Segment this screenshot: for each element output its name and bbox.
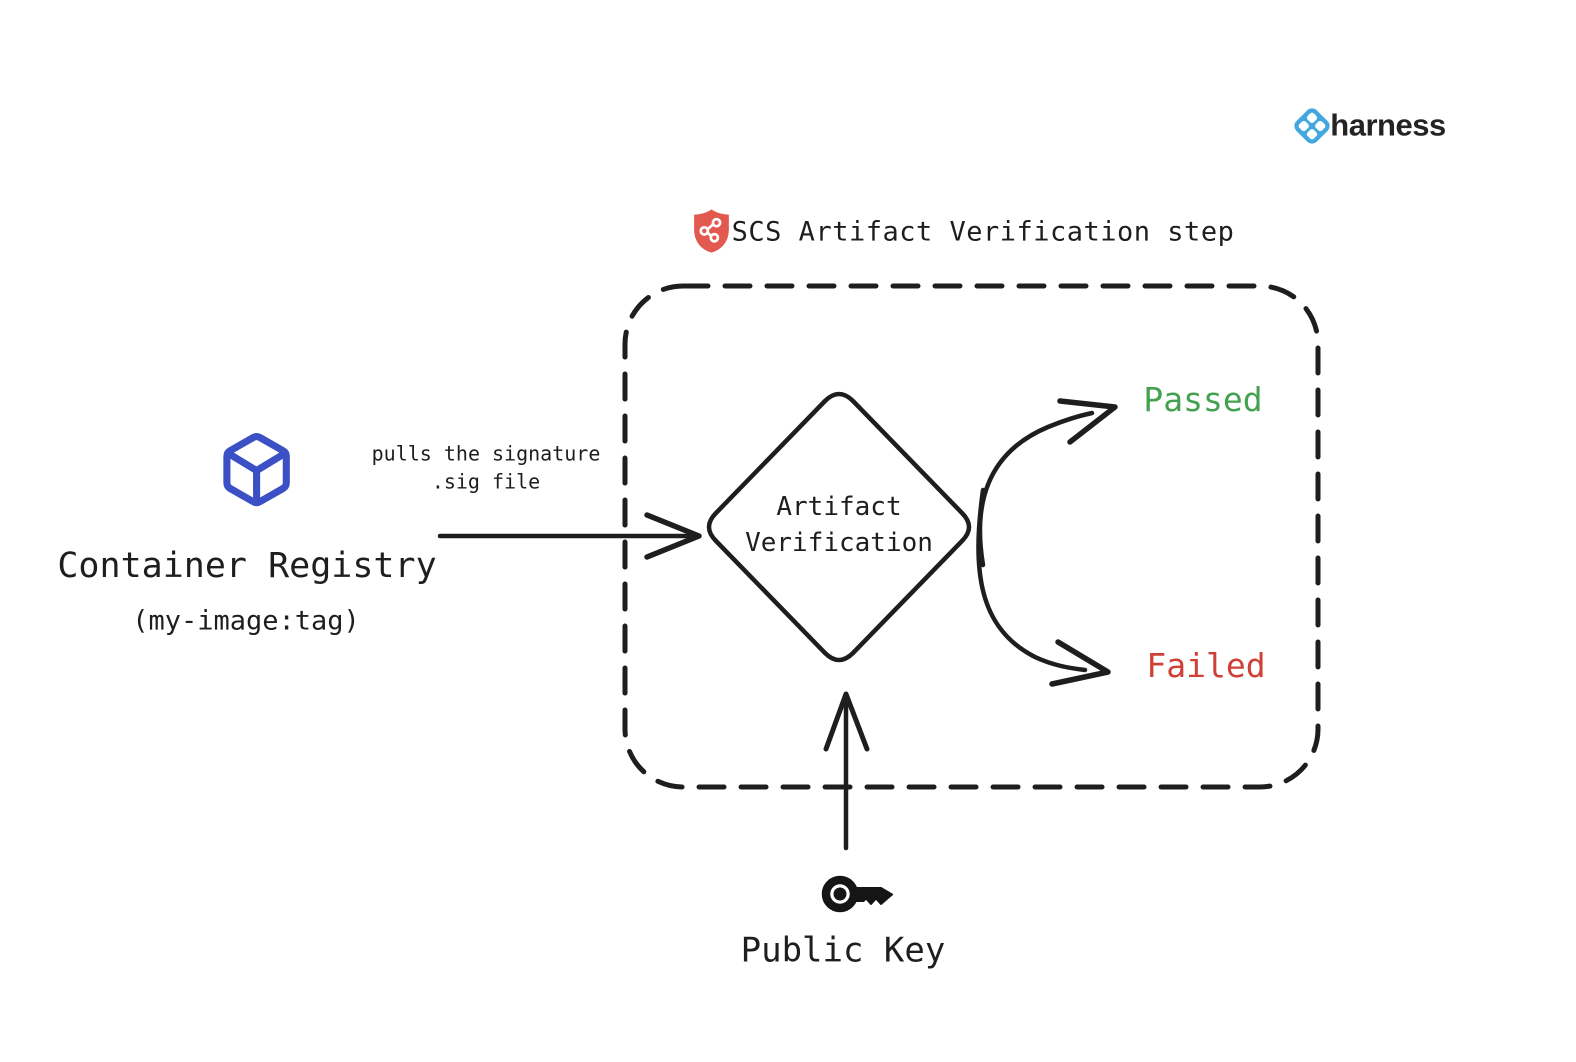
step-title: SCS Artifact Verification step (731, 216, 1235, 248)
container-registry-image-tag: (my-image:tag) (132, 605, 360, 637)
failed-arrow (976, 487, 1111, 687)
harness-wordmark: harness (1330, 107, 1446, 143)
decision-diamond-label: Artifact Verification (745, 492, 933, 558)
public-key-label: Public Key (740, 930, 946, 971)
passed-outcome-label: Passed (1143, 380, 1263, 420)
pull-arrow-label: pulls the signature .sig file (371, 441, 601, 493)
key-icon (821, 875, 893, 913)
harness-logo-icon (1294, 108, 1330, 144)
container-cube-icon (223, 433, 290, 507)
container-registry-label: Container Registry (57, 545, 437, 586)
decision-diamond (706, 391, 972, 663)
failed-outcome-label: Failed (1146, 646, 1266, 686)
passed-arrow (977, 398, 1118, 568)
shield-pipeline-icon (694, 209, 729, 253)
public-key-arrow (823, 691, 870, 851)
step-boundary-box (622, 283, 1321, 790)
pull-arrow (437, 512, 702, 560)
